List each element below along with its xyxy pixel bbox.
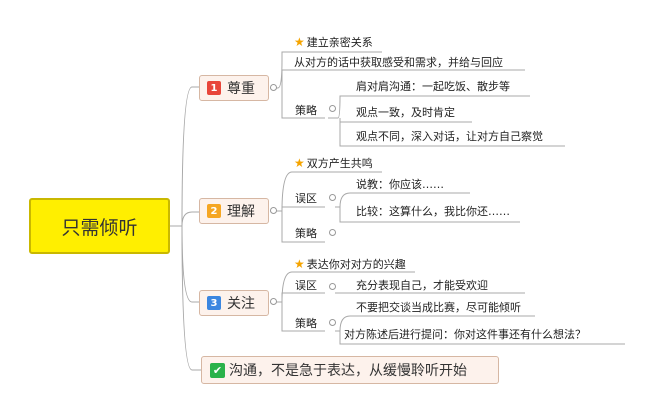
branch-label-respect: 尊重 bbox=[227, 81, 255, 97]
misconception-item-3[interactable]: 充分表现自己，才能受欢迎 bbox=[356, 279, 488, 292]
strategy-label-3[interactable]: 策略 bbox=[295, 317, 317, 330]
root-node[interactable]: 只需倾听 bbox=[29, 198, 170, 254]
root-label: 只需倾听 bbox=[61, 216, 138, 239]
strategy-item-1-3[interactable]: 观点不同，深入对话，让对方自己察觉 bbox=[356, 130, 543, 143]
branch3-collapse-toggle[interactable] bbox=[270, 298, 277, 305]
misconception-label-3[interactable]: 误区 bbox=[295, 279, 317, 292]
strategy-item-1-1[interactable]: 肩对肩沟通：一起吃饭、散步等 bbox=[356, 80, 510, 93]
star-icon: ★ bbox=[294, 257, 305, 271]
branch-node-understand[interactable]: 2 理解 bbox=[199, 198, 269, 224]
conclusion-label: 沟通，不是急于表达，从缓慢聆听开始 bbox=[229, 363, 467, 379]
branch2-collapse-toggle[interactable] bbox=[270, 207, 277, 214]
star-icon: ★ bbox=[294, 156, 305, 170]
branch-node-attention[interactable]: 3 关注 bbox=[199, 290, 269, 316]
branch1-collapse-toggle[interactable] bbox=[270, 84, 277, 91]
branch-node-respect[interactable]: 1 尊重 bbox=[199, 75, 269, 101]
misconception-item-2-2[interactable]: 比较：这算什么，我比你还…… bbox=[356, 205, 510, 218]
number-badge-2: 2 bbox=[207, 204, 221, 218]
misconception2-collapse-toggle[interactable] bbox=[329, 194, 336, 201]
star-icon: ★ bbox=[294, 35, 305, 49]
goal-node-2[interactable]: ★双方产生共鸣 bbox=[294, 156, 373, 170]
strategy-label-2[interactable]: 策略 bbox=[295, 227, 317, 240]
number-badge-3: 3 bbox=[207, 296, 221, 310]
conclusion-node[interactable]: ✔ 沟通，不是急于表达，从缓慢聆听开始 bbox=[201, 356, 499, 384]
desc-node-1[interactable]: 从对方的话中获取感受和需求，并给与回应 bbox=[294, 56, 503, 69]
check-icon: ✔ bbox=[210, 362, 225, 378]
strategy-item-3-1[interactable]: 不要把交谈当成比赛，尽可能倾听 bbox=[356, 301, 521, 314]
strategy-item-3-2[interactable]: 对方陈述后进行提问：你对这件事还有什么想法？ bbox=[344, 328, 586, 341]
strategy1-collapse-toggle[interactable] bbox=[329, 105, 336, 112]
branch-label-attention: 关注 bbox=[227, 296, 255, 312]
branch-label-understand: 理解 bbox=[227, 204, 255, 220]
number-badge-1: 1 bbox=[207, 81, 221, 95]
strategy-item-1-2[interactable]: 观点一致，及时肯定 bbox=[356, 106, 455, 119]
strategy3-collapse-toggle[interactable] bbox=[329, 319, 336, 326]
misconception-label-2[interactable]: 误区 bbox=[295, 192, 317, 205]
goal-node-3[interactable]: ★表达你对对方的兴趣 bbox=[294, 257, 406, 271]
strategy2-expand-toggle[interactable] bbox=[329, 229, 336, 236]
misconception-item-2-1[interactable]: 说教：你应该…… bbox=[356, 178, 444, 191]
goal-node-1[interactable]: ★建立亲密关系 bbox=[294, 35, 373, 49]
misconception3-collapse-toggle[interactable] bbox=[329, 283, 336, 290]
strategy-label-1[interactable]: 策略 bbox=[295, 104, 317, 117]
